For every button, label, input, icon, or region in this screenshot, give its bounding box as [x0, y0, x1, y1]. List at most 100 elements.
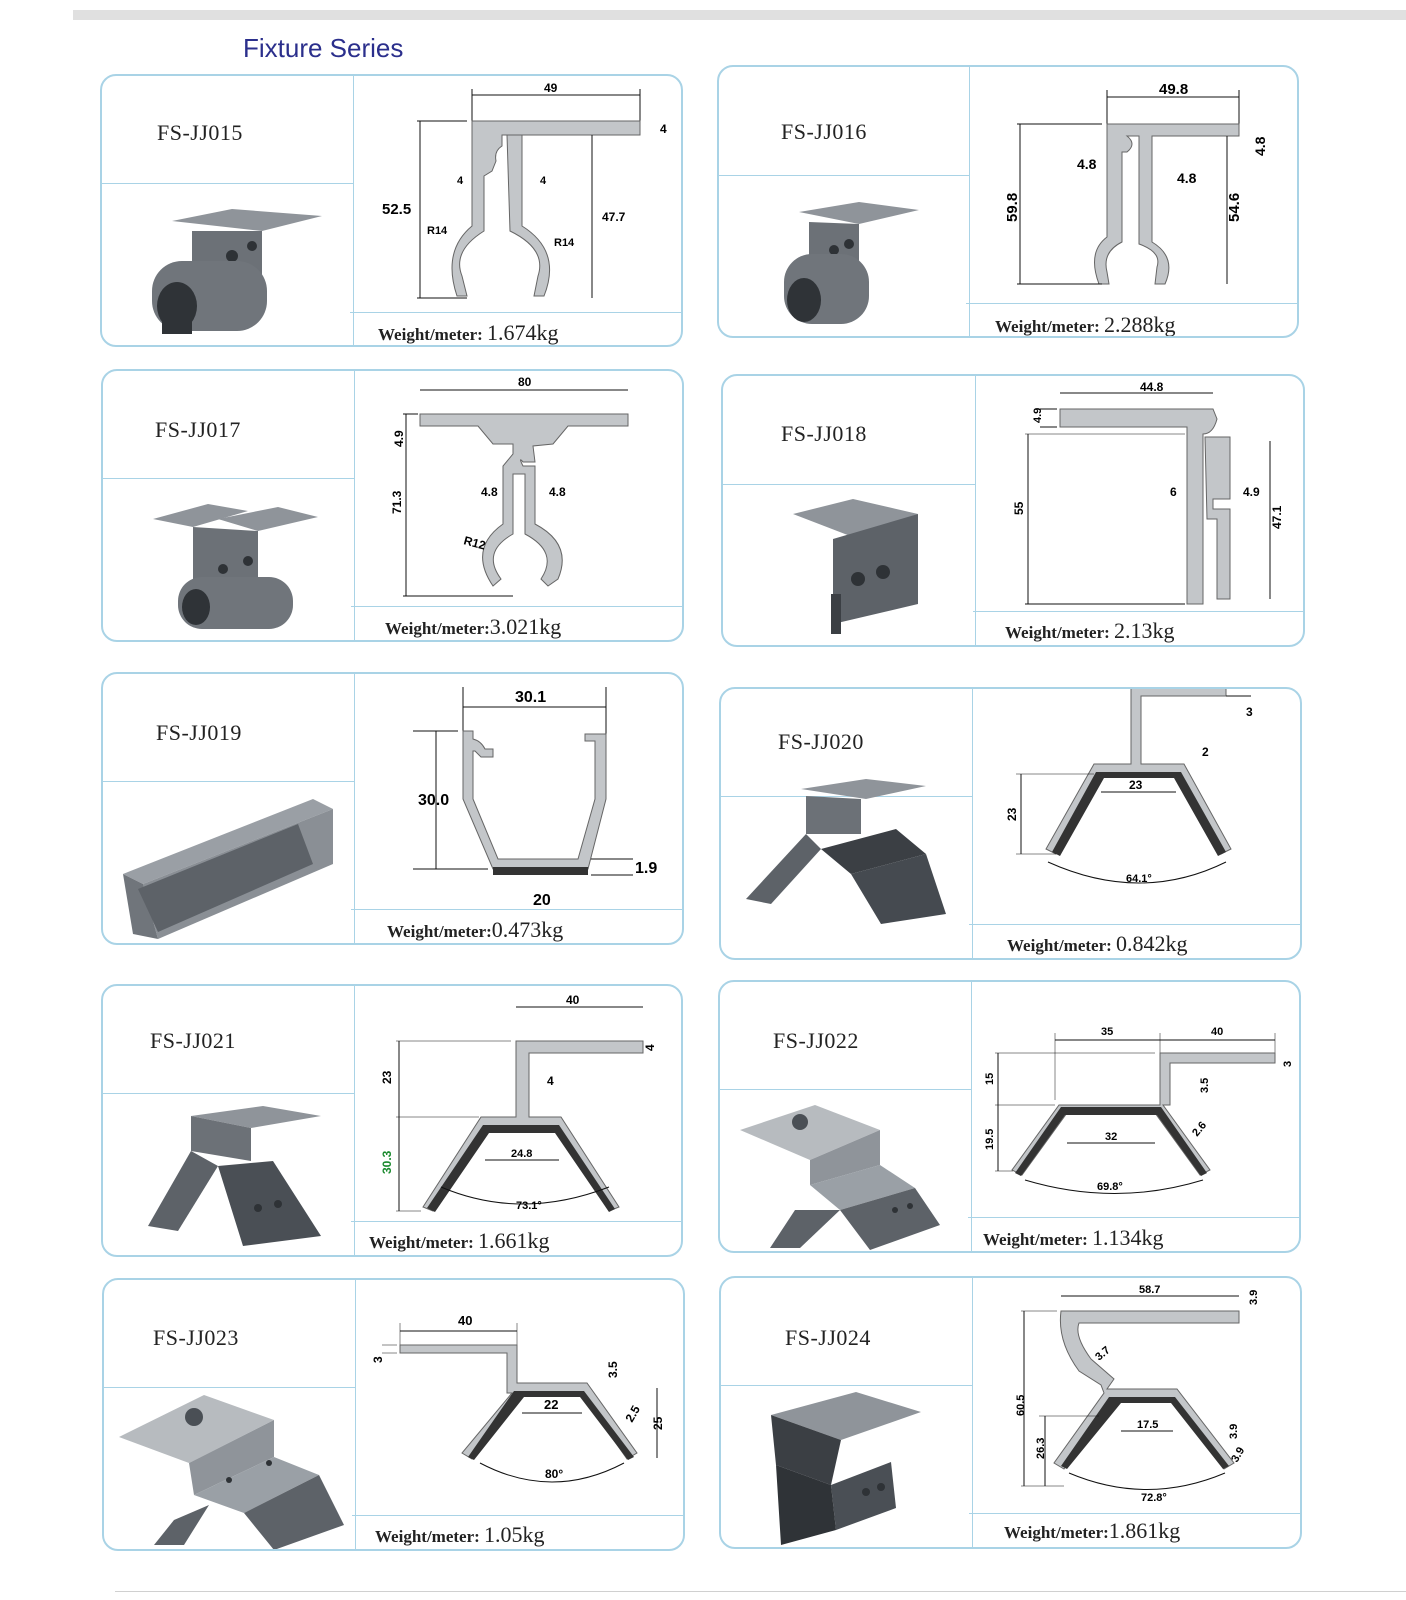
dim-label: 3.5: [606, 1361, 620, 1378]
profile-drawing: 80 4.9 71.3 4.8 4.8 R12: [390, 375, 629, 597]
dim-label: 3: [1282, 1061, 1294, 1067]
page-title: Fixture Series: [243, 33, 404, 63]
product-code: FS-JJ022: [773, 1028, 859, 1053]
dim-label: 4.8: [1077, 156, 1097, 172]
weight-row: Weight/meter: 2.13kg: [1005, 618, 1175, 644]
product-photo: [746, 779, 946, 924]
product-code: FS-JJ020: [778, 729, 864, 754]
dim-label: 23: [1129, 778, 1143, 792]
dim-label: 80: [518, 375, 532, 389]
dim-label: 4.9: [392, 430, 406, 447]
product-photo: [152, 209, 322, 334]
product-card-jj017: FS-JJ017 80 4.9 71.3 4.8 4.8 R12 Weight/…: [101, 369, 684, 642]
product-card-jj016: FS-JJ016 49.8 4.8 59.8 54.6 4.8 4.8 Weig…: [717, 65, 1299, 338]
product-code: FS-JJ016: [781, 119, 867, 144]
product-code: FS-JJ015: [157, 120, 243, 145]
weight-value: 0.473kg: [491, 917, 564, 942]
product-card-jj023: FS-JJ023 40 3 3.5 22 2.5 25 80° Weight/m…: [102, 1278, 685, 1551]
product-code: FS-JJ017: [155, 417, 241, 442]
weight-value: 1.861kg: [1108, 1518, 1181, 1543]
weight-row: Weight/meter: 2.288kg: [995, 312, 1176, 337]
product-photo: [119, 1395, 344, 1549]
weight-value: 0.842kg: [1116, 931, 1188, 956]
dim-label: 22: [544, 1397, 558, 1412]
weight-label: Weight/meter:: [369, 1233, 474, 1252]
product-card-jj019: FS-JJ019 30.1 30.0 1.9 20 Weight/meter:0…: [101, 672, 684, 945]
dim-label: 80°: [545, 1467, 563, 1481]
weight-row: Weight/meter:3.021kg: [385, 614, 561, 640]
weight-row: Weight/meter: 1.134kg: [983, 1225, 1164, 1251]
dim-label: 44.8: [1140, 380, 1164, 394]
product-card-jj021: FS-JJ021 40 4 23 30.3 4 24.8 73.1° Weigh…: [101, 984, 683, 1257]
dim-label: 24.8: [511, 1148, 532, 1160]
profile-drawing: 49.8 4.8 59.8 54.6 4.8 4.8: [1004, 81, 1268, 285]
product-card-jj015: FS-JJ015 49 4 52.5 47.7 4 4 R14 R14 Weig…: [100, 74, 683, 347]
dim-label: 4.8: [549, 485, 566, 499]
product-photo: [148, 1106, 321, 1246]
product-code: FS-JJ018: [781, 421, 867, 446]
dim-label: 3.7: [1093, 1344, 1112, 1363]
product-photo: [153, 504, 318, 629]
dim-label: 15: [984, 1073, 996, 1085]
dim-label: 47.1: [1270, 505, 1284, 529]
weight-row: Weight/meter:0.473kg: [387, 917, 563, 943]
weight-value: 2.288kg: [1104, 312, 1176, 337]
dim-label: 60.5: [1015, 1395, 1027, 1416]
dim-label: 19.5: [984, 1129, 996, 1150]
product-card-jj020: FS-JJ020 28 3 2 23 23 64.1° Weight/meter…: [719, 687, 1302, 960]
product-code: FS-JJ023: [153, 1325, 239, 1350]
dim-label: 4.8: [1177, 170, 1197, 186]
dim-label: 30.3: [380, 1150, 394, 1174]
dim-label: 72.8°: [1141, 1492, 1167, 1504]
weight-value: 1.134kg: [1092, 1225, 1164, 1250]
dim-label: 23: [380, 1070, 394, 1084]
weight-row: Weight/meter: 1.661kg: [369, 1228, 550, 1254]
product-card-jj018: FS-JJ018 44.8 4.9 55 47.1 6 4.9 Weight/m…: [721, 374, 1305, 647]
dim-label: 3.9: [1248, 1290, 1260, 1305]
weight-row: Weight/meter: 0.842kg: [1007, 931, 1188, 957]
dim-label: 3: [371, 1356, 385, 1363]
weight-value: 1.674kg: [487, 320, 559, 345]
profile-drawing: 35 40 3 15 19.5 3.5 32 2.6 69.8°: [984, 1026, 1294, 1194]
weight-label: Weight/meter:: [983, 1230, 1088, 1249]
profile-drawing: 28 3 2 23 23 64.1°: [1005, 689, 1253, 885]
product-photo: [793, 499, 918, 634]
weight-label: Weight/meter:: [1007, 936, 1112, 955]
product-photo: [784, 202, 919, 324]
product-card-jj022: FS-JJ022 35 40 3 15 19.5 3.5 32 2.6 69.8…: [718, 980, 1301, 1253]
bottom-rule: [115, 1591, 1406, 1592]
dim-label: 71.3: [390, 490, 404, 514]
dim-label: 2.5: [622, 1403, 643, 1425]
dim-label: 4: [540, 175, 547, 187]
weight-value: 1.661kg: [478, 1228, 550, 1253]
dim-label: 3.9: [1228, 1424, 1240, 1439]
dim-label: 4: [457, 175, 464, 187]
weight-label: Weight/meter:: [385, 619, 490, 638]
weight-label: Weight/meter:: [378, 325, 483, 344]
weight-label: Weight/meter:: [387, 922, 492, 941]
dim-label: 32: [1105, 1131, 1117, 1143]
dim-label: 3.5: [1199, 1078, 1211, 1093]
dim-label: R14: [554, 237, 575, 249]
dim-label: 40: [1211, 1026, 1223, 1038]
dim-label: 4.8: [1252, 136, 1268, 156]
weight-value: 3.021kg: [489, 614, 562, 639]
dim-label: R14: [427, 225, 448, 237]
weight-value: 2.13kg: [1114, 618, 1175, 643]
top-rule: [73, 10, 1406, 20]
dim-label: 49: [544, 81, 558, 95]
dim-label: 26.3: [1035, 1438, 1047, 1459]
product-code: FS-JJ024: [785, 1325, 871, 1350]
dim-label: 30.0: [418, 792, 449, 809]
weight-row: Weight/meter: 1.674kg: [378, 320, 559, 345]
weight-label: Weight/meter:: [375, 1527, 480, 1546]
product-code: FS-JJ021: [150, 1028, 236, 1053]
dim-label: 30.1: [515, 689, 546, 706]
profile-drawing: 44.8 4.9 55 47.1 6 4.9: [1012, 380, 1284, 605]
dim-label: 4: [660, 122, 667, 136]
product-photo: [740, 1105, 940, 1250]
dim-label: 17.5: [1137, 1419, 1158, 1431]
dim-label: 4: [643, 1044, 657, 1051]
dim-label: 2.6: [1190, 1119, 1209, 1138]
dim-label: 4.9: [1032, 408, 1044, 423]
